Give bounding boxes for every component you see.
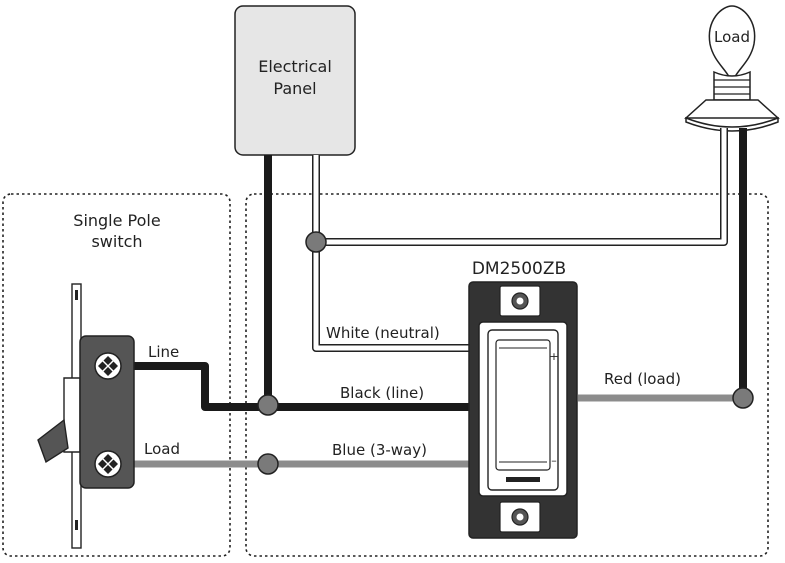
device-name: DM2500ZB <box>472 259 566 279</box>
electrical-panel: Electrical Panel <box>234 5 356 156</box>
blue-wire-label: Blue (3-way) <box>332 441 427 459</box>
single-pole-enclosure <box>2 193 231 557</box>
black-line-wire <box>108 155 470 411</box>
single-pole-switch: Single Pole switch Line Load <box>37 211 180 549</box>
switch-title-line2: switch <box>91 232 142 251</box>
line-terminal-screw <box>94 352 122 380</box>
black-wire-label: Black (line) <box>340 384 424 402</box>
panel-label-line1: Electrical <box>258 57 332 76</box>
light-bulb-load: Load <box>684 5 780 132</box>
load-terminal-screw <box>94 450 122 478</box>
white-wire-label: White (neutral) <box>326 324 440 342</box>
red-wire-label: Red (load) <box>604 370 681 388</box>
dimmer-plus: + <box>549 350 558 363</box>
dimmer-enclosure <box>245 193 769 557</box>
junction-3way <box>257 453 279 475</box>
dimmer-minus: – <box>551 454 557 467</box>
panel-label-line2: Panel <box>273 79 316 98</box>
junction-neutral <box>305 231 327 253</box>
bulb-label: Load <box>714 28 750 46</box>
junction-load <box>732 387 754 409</box>
line-terminal-label: Line <box>148 343 179 361</box>
dm2500zb-dimmer: DM2500ZB + – <box>468 259 578 539</box>
switch-title-line1: Single Pole <box>73 211 160 230</box>
junction-line <box>257 394 279 416</box>
load-terminal-label: Load <box>144 440 180 458</box>
white-neutral-wire <box>312 128 728 352</box>
